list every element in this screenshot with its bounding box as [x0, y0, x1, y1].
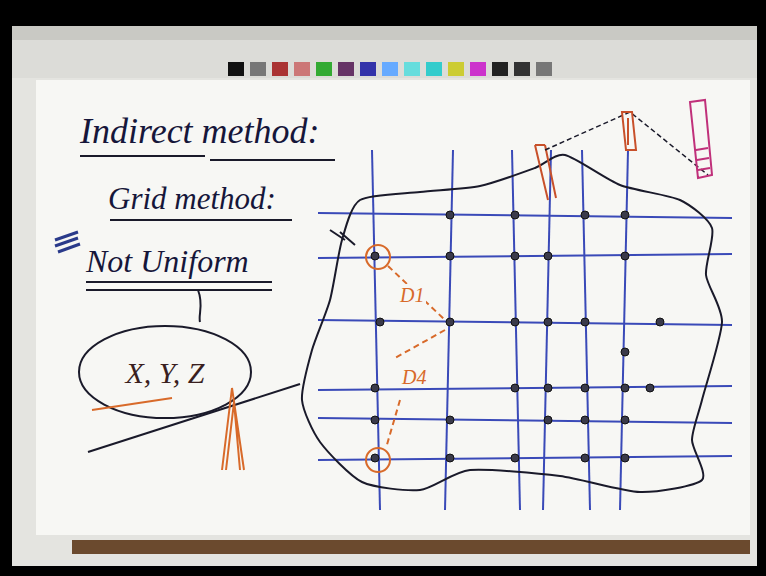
grid-point: [544, 318, 552, 326]
grid-point: [656, 318, 664, 326]
underline: [80, 156, 335, 290]
palette-swatch: [294, 62, 310, 76]
tick-mark: [330, 230, 355, 245]
grid-point: [581, 211, 589, 219]
grid-line: [318, 418, 732, 423]
palette-swatch: [492, 62, 508, 76]
grid-point: [446, 211, 454, 219]
palette-swatch: [470, 62, 486, 76]
slant-line: [88, 384, 300, 452]
title-bar: [12, 26, 757, 40]
grid-point: [511, 211, 519, 219]
grid-point: [581, 318, 589, 326]
grid-point: [544, 252, 552, 260]
palette-swatch: [250, 62, 266, 76]
bottom-bar: [72, 540, 750, 554]
grid-line: [620, 150, 628, 510]
grid-line: [318, 254, 732, 258]
grid-point: [621, 252, 629, 260]
window-frame: [12, 26, 757, 566]
grid-point: [621, 211, 629, 219]
title: Indirect method:: [80, 112, 320, 152]
grid-point: [371, 416, 379, 424]
underline: [92, 398, 172, 410]
ray-line: [545, 112, 708, 175]
highlight-circle: [366, 448, 390, 472]
palette-swatch: [536, 62, 552, 76]
distance-label: D1: [398, 284, 426, 306]
pointer-line: [198, 290, 201, 322]
probe-sketch: [622, 112, 636, 150]
grid-point: [621, 348, 629, 356]
grid-point: [511, 252, 519, 260]
grid-point: [371, 454, 379, 462]
oval-node: X, Y, Z: [90, 332, 240, 412]
grid-line: [445, 150, 453, 510]
palette-swatch: [338, 62, 354, 76]
grid-point: [581, 416, 589, 424]
grid-point: [446, 252, 454, 260]
grid-line: [318, 456, 732, 460]
grid-point: [621, 384, 629, 392]
grid-point: [371, 384, 379, 392]
grid-point: [621, 454, 629, 462]
grid-line: [512, 150, 520, 510]
palette-swatch: [382, 62, 398, 76]
palette-swatch: [514, 62, 530, 76]
grid-point: [544, 416, 552, 424]
grid-point: [511, 454, 519, 462]
leader-line: [386, 266, 445, 448]
grid-point: [581, 454, 589, 462]
grid-line: [318, 213, 732, 218]
grid-line: [582, 150, 590, 510]
grid-point: [446, 454, 454, 462]
grid-point: [544, 384, 552, 392]
grid-point: [376, 318, 384, 326]
grid-point: [446, 416, 454, 424]
color-palette: [228, 62, 552, 76]
palette-swatch: [316, 62, 332, 76]
receiver-sketch: [690, 100, 712, 178]
grid-point: [581, 384, 589, 392]
palette-swatch: [404, 62, 420, 76]
grid-point: [646, 384, 654, 392]
probe-sketch: [535, 145, 556, 200]
palette-swatch: [426, 62, 442, 76]
grid-line: [372, 150, 380, 510]
grid-line: [318, 386, 732, 390]
hatch-mark: [55, 232, 80, 252]
oval-outline: [79, 326, 251, 418]
palette-swatch: [360, 62, 376, 76]
node-text: X, Y, Z: [126, 356, 205, 389]
toolbar: [12, 40, 757, 78]
arrow-mark: [222, 388, 244, 470]
grid-point: [371, 252, 379, 260]
palette-swatch: [228, 62, 244, 76]
palette-swatch: [272, 62, 288, 76]
page: [36, 80, 750, 535]
grid-point: [621, 416, 629, 424]
grid-point: [511, 318, 519, 326]
distance-label: D4: [400, 366, 428, 388]
highlight-circle: [366, 245, 390, 269]
grid-lines: [318, 150, 732, 510]
palette-swatch: [448, 62, 464, 76]
grid-line: [543, 150, 551, 510]
grid-points: [371, 211, 664, 462]
heading-label: Not Uniform: [86, 244, 249, 279]
grid-point: [511, 384, 519, 392]
region-outline: [302, 155, 722, 492]
heading-label: Grid method:: [108, 182, 276, 216]
grid-point: [446, 318, 454, 326]
